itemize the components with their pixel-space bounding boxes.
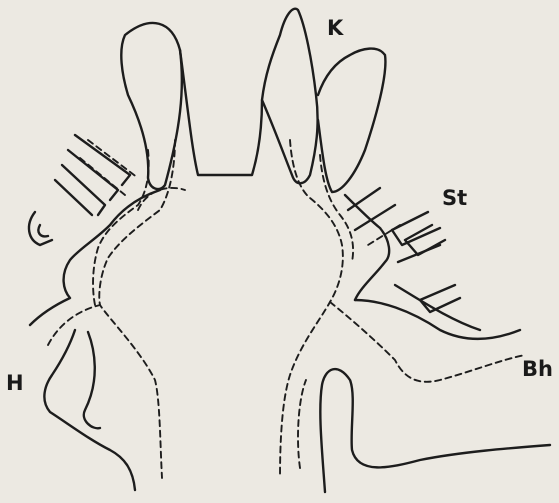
label-bh: Bh [522,357,553,381]
label-st: St [442,186,467,210]
label-h: H [6,371,24,395]
label-k: K [327,16,344,40]
